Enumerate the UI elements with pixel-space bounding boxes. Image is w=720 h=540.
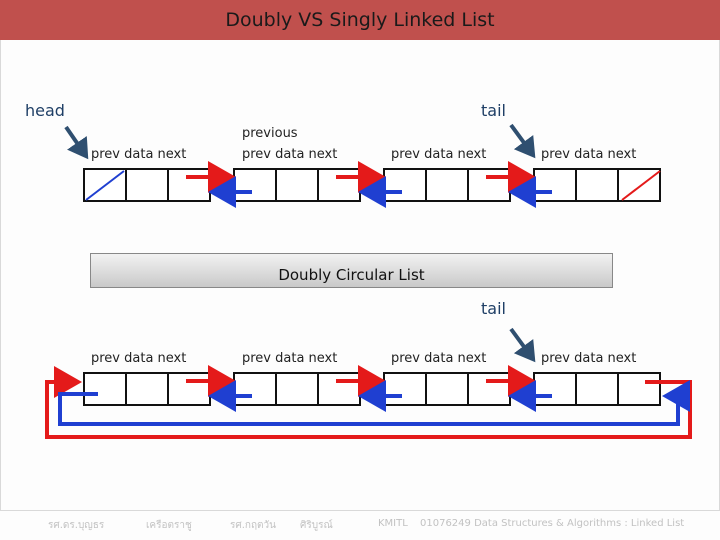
next-cell [169,374,209,404]
next-cell [169,170,209,200]
next-cell [619,170,659,200]
footer-org: KMITL [378,518,408,529]
node3-fields-label: prev data next [391,147,487,162]
footer-author2-surname: ศิริบูรณ์ [300,520,333,531]
prev-cell [385,170,427,200]
node2-fields-label: prev data next [242,351,338,366]
footer-author1-surname: เครือตราชู [146,520,192,531]
title-bar: Doubly VS Singly Linked List [0,0,720,40]
prev-cell [85,170,127,200]
footer-author1: รศ.ดร.บุญธร [48,520,105,531]
footer-author2: รศ.กฤตวัน [230,520,276,531]
circular-node [233,372,361,406]
next-cell [319,170,359,200]
head-label: head [25,101,65,120]
tail-label-bottom: tail [481,299,506,318]
circular-node [83,372,211,406]
circular-node [533,372,661,406]
previous-label: previous [242,126,298,141]
node4-fields-label: prev data next [541,147,637,162]
data-cell [277,170,319,200]
list-node [83,168,211,202]
node2-fields-label: prev data next [242,147,338,162]
section-banner: Doubly Circular List [90,253,613,288]
list-node [533,168,661,202]
prev-cell [535,374,577,404]
data-cell [577,170,619,200]
prev-cell [535,170,577,200]
node3-fields-label: prev data next [391,351,487,366]
prev-cell [235,374,277,404]
data-cell [427,170,469,200]
banner-label: Doubly Circular List [278,266,425,284]
page-title: Doubly VS Singly Linked List [225,9,495,31]
tail-label-top: tail [481,101,506,120]
next-cell [469,374,509,404]
next-cell [319,374,359,404]
data-cell [577,374,619,404]
circular-node [383,372,511,406]
list-node [383,168,511,202]
node1-fields-label: prev data next [91,147,187,162]
list-node [233,168,361,202]
data-cell [127,374,169,404]
next-cell [469,170,509,200]
node1-fields-label: prev data next [91,351,187,366]
next-cell [619,374,659,404]
prev-cell [235,170,277,200]
footer-course: 01076249 Data Structures & Algorithms : … [420,518,685,529]
data-cell [127,170,169,200]
prev-cell [85,374,127,404]
prev-cell [385,374,427,404]
node4-fields-label: prev data next [541,351,637,366]
data-cell [277,374,319,404]
data-cell [427,374,469,404]
